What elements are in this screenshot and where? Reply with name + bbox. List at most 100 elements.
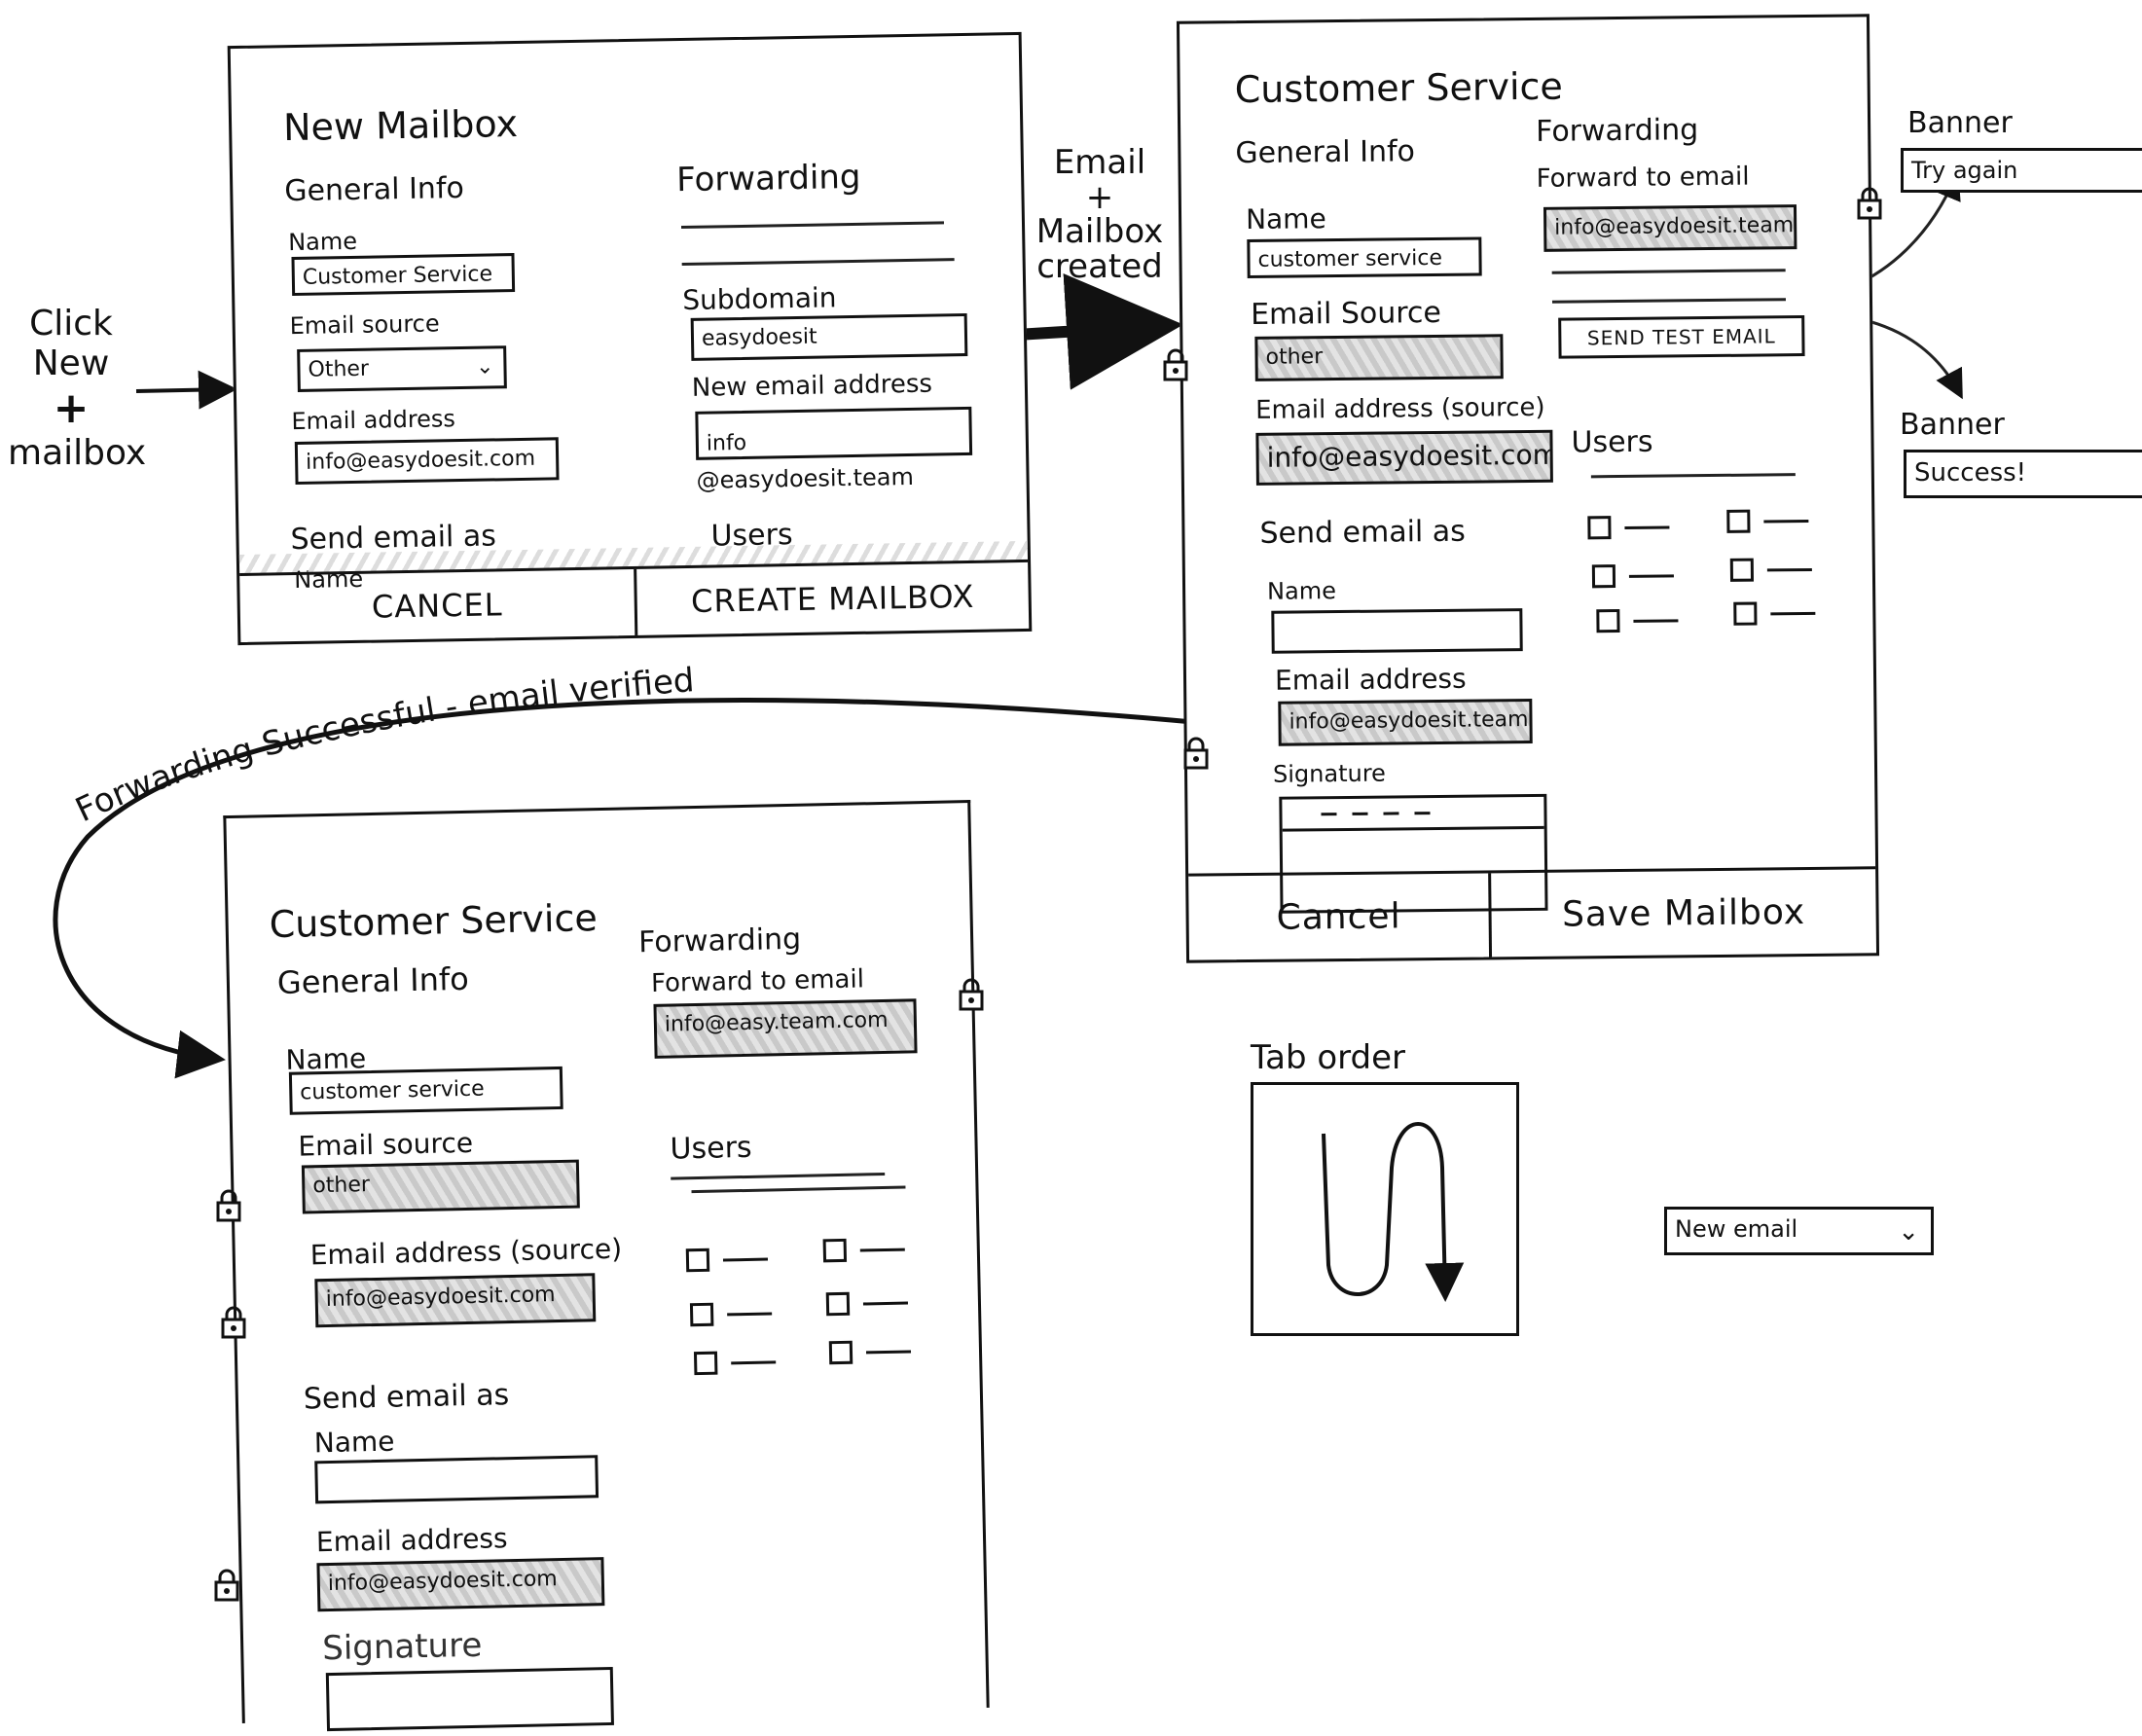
lock-icon bbox=[1183, 737, 1209, 770]
new-email-label: New email address bbox=[691, 369, 933, 403]
send-as-name-label: Name bbox=[313, 1425, 395, 1460]
note-line: New bbox=[32, 344, 110, 384]
name-input[interactable]: customer service bbox=[288, 1066, 563, 1115]
note-line: mailbox bbox=[8, 433, 147, 474]
section-send-as: Send email as bbox=[303, 1378, 510, 1417]
email-address-label: Email address (source) bbox=[309, 1232, 623, 1272]
user-checkbox[interactable] bbox=[1596, 608, 1679, 633]
banner-success-label: Banner bbox=[1900, 408, 2005, 442]
note-line: Mailbox bbox=[1035, 212, 1164, 252]
send-as-email-label: Email address bbox=[1274, 662, 1467, 697]
signature-label: Signature bbox=[1272, 759, 1386, 788]
panel-title: Customer Service bbox=[1234, 64, 1564, 112]
section-general-info: General Info bbox=[1235, 134, 1416, 171]
send-as-name-input[interactable] bbox=[1271, 608, 1523, 654]
section-forwarding: Forwarding bbox=[637, 922, 802, 960]
cancel-button[interactable]: Cancel bbox=[1276, 895, 1401, 938]
name-input[interactable]: Customer Service bbox=[291, 253, 516, 297]
edit-mailbox-footer: Cancel Save Mailbox bbox=[1188, 866, 1877, 960]
signature-editor[interactable] bbox=[325, 1666, 614, 1732]
cancel-button[interactable]: CANCEL bbox=[371, 586, 503, 626]
panel-title: New Mailbox bbox=[282, 101, 519, 150]
arrow-click-new bbox=[135, 370, 237, 410]
email-address-readonly: info@easydoesit.com bbox=[1255, 429, 1553, 486]
send-as-email-readonly: info@easydoesit.com bbox=[316, 1557, 605, 1612]
forward-to-readonly: info@easy.team.com bbox=[653, 998, 918, 1059]
placeholder-line bbox=[680, 221, 944, 230]
section-forwarding: Forwarding bbox=[1535, 113, 1699, 149]
save-mailbox-button[interactable]: Save Mailbox bbox=[1488, 869, 1877, 958]
name-label: Name bbox=[1245, 202, 1326, 236]
email-source-select[interactable]: Other ⌄ bbox=[297, 345, 507, 392]
user-checkbox[interactable] bbox=[693, 1350, 777, 1376]
tab-order-label: Tab order bbox=[1251, 1038, 1406, 1077]
note-line: Email bbox=[1053, 143, 1146, 182]
user-checkbox[interactable] bbox=[828, 1339, 912, 1365]
lock-icon bbox=[216, 1189, 241, 1222]
signature-toolbar bbox=[1282, 796, 1544, 832]
placeholder-line bbox=[1551, 298, 1786, 304]
create-mailbox-button[interactable]: CREATE MAILBOX bbox=[634, 561, 1030, 635]
note-line: + bbox=[53, 382, 90, 433]
tab-order-diagram bbox=[1251, 1082, 1519, 1336]
user-checkbox[interactable] bbox=[825, 1291, 908, 1317]
user-checkbox[interactable] bbox=[689, 1301, 773, 1327]
new-email-suffix: @easydoesit.team bbox=[696, 462, 915, 494]
email-source-label: Email Source bbox=[1250, 295, 1442, 332]
verified-mailbox-panel: Customer Service General Info Name custo… bbox=[223, 800, 990, 1732]
user-checkbox[interactable] bbox=[1733, 601, 1816, 626]
subdomain-input[interactable]: easydoesit bbox=[690, 312, 968, 361]
user-checkbox[interactable] bbox=[1587, 515, 1670, 540]
lock-icon bbox=[214, 1569, 239, 1602]
email-source-label: Email source bbox=[298, 1126, 474, 1163]
user-checkbox[interactable] bbox=[685, 1248, 769, 1273]
signature-label: Signature bbox=[321, 1625, 483, 1669]
user-checkbox[interactable] bbox=[1729, 558, 1812, 582]
forward-to-label: Forward to email bbox=[1536, 162, 1750, 194]
forwarding-verified-label: Forwarding Successful - email verified bbox=[70, 661, 696, 830]
chevron-down-icon: ⌄ bbox=[475, 354, 494, 380]
edit-mailbox-panel: Customer Service General Info Name custo… bbox=[1176, 14, 1880, 963]
click-new-mailbox-note: Click New + mailbox bbox=[8, 304, 147, 474]
new-email-input[interactable]: info bbox=[695, 406, 973, 460]
section-general-info: General Info bbox=[283, 170, 465, 209]
user-checkbox[interactable] bbox=[1726, 509, 1809, 533]
email-source-value: Other bbox=[308, 356, 370, 382]
new-mailbox-footer: CANCEL CREATE MAILBOX bbox=[239, 559, 1030, 643]
user-checkbox[interactable] bbox=[822, 1238, 905, 1263]
arrow-forwarding-verified bbox=[53, 698, 1235, 1079]
lock-icon bbox=[1857, 187, 1882, 220]
note-line: created bbox=[1036, 247, 1163, 287]
lock-icon bbox=[221, 1306, 246, 1339]
forward-to-readonly: info@easydoesit.team bbox=[1543, 204, 1797, 252]
subdomain-label: Subdomain bbox=[682, 281, 837, 317]
lock-icon bbox=[1163, 348, 1188, 381]
divider bbox=[671, 1172, 886, 1180]
section-users: Users bbox=[670, 1130, 752, 1167]
placeholder-line bbox=[681, 258, 955, 267]
panel-title: Customer Service bbox=[269, 896, 599, 947]
mailbox-created-note: Email + Mailbox created bbox=[1022, 143, 1178, 287]
banner-error-label: Banner bbox=[1907, 106, 2013, 140]
tab-order-path bbox=[1322, 1122, 1465, 1302]
email-address-input[interactable]: info@easydoesit.com bbox=[294, 437, 560, 486]
send-test-email-button[interactable]: SEND TEST EMAIL bbox=[1558, 315, 1805, 359]
user-checkbox[interactable] bbox=[1591, 563, 1674, 589]
note-line: + bbox=[1085, 177, 1114, 217]
section-users: Users bbox=[1571, 424, 1653, 460]
new-email-dropdown[interactable]: New email ⌄ bbox=[1664, 1207, 1934, 1255]
name-input[interactable]: customer service bbox=[1247, 236, 1482, 279]
new-mailbox-panel: New Mailbox General Info Name Customer S… bbox=[227, 31, 1033, 646]
lock-icon bbox=[959, 978, 984, 1011]
arrow-created bbox=[999, 272, 1183, 390]
send-as-name-input[interactable] bbox=[314, 1455, 599, 1504]
name-label: Name bbox=[287, 227, 358, 257]
email-address-readonly: info@easydoesit.com bbox=[314, 1273, 597, 1328]
section-send-as: Send email as bbox=[1259, 514, 1467, 551]
forward-to-label: Forward to email bbox=[650, 964, 865, 998]
placeholder-line bbox=[1551, 269, 1786, 274]
email-address-label: Email address (source) bbox=[1254, 392, 1545, 425]
chevron-down-icon: ⌄ bbox=[1898, 1217, 1919, 1247]
email-source-readonly: other bbox=[1254, 334, 1504, 381]
